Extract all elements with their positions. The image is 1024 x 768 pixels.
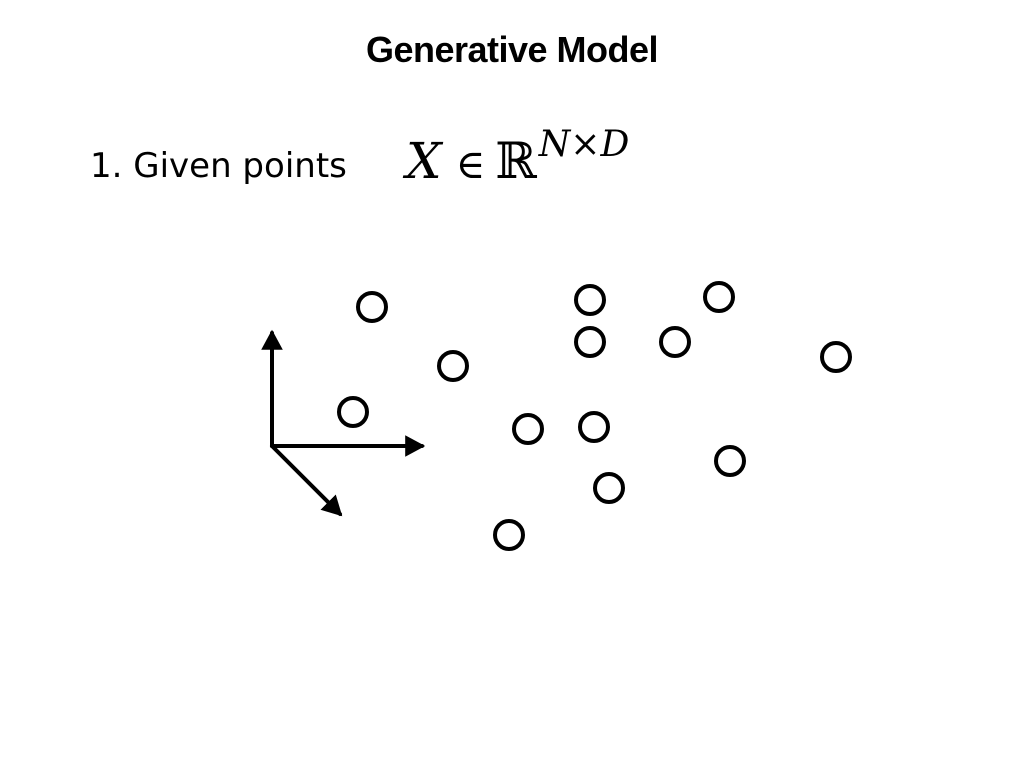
coordinate-axes <box>261 329 426 517</box>
data-point <box>493 519 525 551</box>
data-point <box>337 396 369 428</box>
data-point <box>512 413 544 445</box>
data-point <box>659 326 691 358</box>
data-point <box>593 472 625 504</box>
math-relation: ∈ <box>455 142 486 188</box>
math-expression: X ∈ℝN×D <box>406 124 629 190</box>
data-point <box>574 284 606 316</box>
slide-title: Generative Model <box>365 29 659 70</box>
math-variable: X <box>406 132 442 190</box>
data-point <box>703 281 735 313</box>
bullet-text: 1. Given points <box>90 146 347 186</box>
math-exponent: N×D <box>538 124 630 165</box>
data-point <box>578 411 610 443</box>
data-point <box>574 326 606 358</box>
data-point <box>714 445 746 477</box>
math-set: ℝ <box>495 132 537 190</box>
axis-diagonal-arrow <box>270 444 343 517</box>
data-point <box>820 341 852 373</box>
data-point <box>356 291 388 323</box>
data-point <box>437 350 469 382</box>
data-points <box>337 281 852 551</box>
